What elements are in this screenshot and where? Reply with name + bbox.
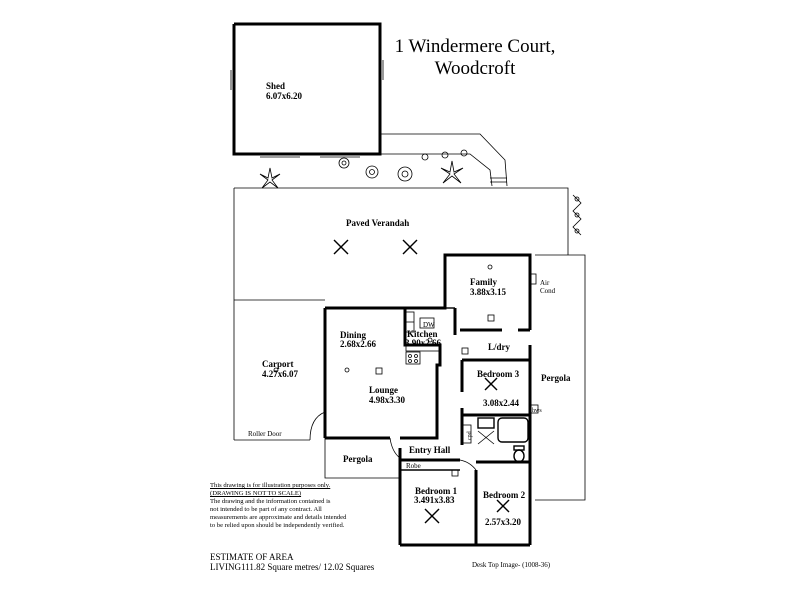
paved-verandah-label: Paved Verandah <box>346 218 409 228</box>
carport-size: 4.27x6.07 <box>262 369 299 379</box>
disclaimer: This drawing is for illustration purpose… <box>210 482 460 530</box>
air-cond-label-1: Air <box>540 279 550 287</box>
plant-icon <box>365 165 379 179</box>
garden-plants <box>259 149 582 236</box>
house-walls <box>323 253 532 547</box>
dining-label: Dining <box>340 330 367 340</box>
plant-icon <box>397 166 413 182</box>
plant-icon <box>460 149 468 157</box>
dishwasher-label: DW <box>423 321 435 329</box>
ceiling-fan-icon <box>424 508 440 524</box>
area-estimate: ESTIMATE OF AREA LIVING111.82 Square met… <box>210 552 374 572</box>
estimate-heading: ESTIMATE OF AREA <box>210 552 294 562</box>
cupboard-label: cpd <box>467 431 473 440</box>
address-line-2: Woodcroft <box>434 58 516 79</box>
pergola-left-label: Pergola <box>343 454 373 464</box>
entry-hall-label: Entry Hall <box>409 445 451 455</box>
shed-label: Shed <box>266 81 285 91</box>
smoke-detector-icon <box>451 469 459 477</box>
bedroom1-label: Bedroom 1 <box>415 486 458 496</box>
bedroom3-label: Bedroom 3 <box>477 369 520 379</box>
ceiling-fan-icon <box>496 499 510 513</box>
bedroom2-size: 2.57x3.20 <box>485 517 522 527</box>
plant-icon <box>441 151 449 159</box>
laundry-label: L/dry <box>488 342 511 352</box>
smoke-detector-icon <box>375 367 383 375</box>
roller-door-label: Roller Door <box>248 430 282 438</box>
hot-water-icon <box>529 404 539 414</box>
kitchen-size: 3.90x2.66 <box>405 338 442 348</box>
smoke-detector-icon <box>487 314 495 322</box>
family-label: Family <box>470 277 497 287</box>
dining-size: 2.68x2.66 <box>340 339 377 349</box>
disclaimer-line-1: This drawing is for illustration purpose… <box>210 482 331 489</box>
kitchen-fittings <box>405 311 441 365</box>
disclaimer-line-6: to be relied upon should be independentl… <box>210 522 345 529</box>
air-cond-label-2: Cond <box>540 287 556 295</box>
shed <box>230 22 384 158</box>
fixtures <box>344 264 539 477</box>
carport-label: Carport <box>262 359 294 369</box>
pergola-right-label: Pergola <box>541 373 571 383</box>
smoke-detector-icon <box>461 347 469 355</box>
hws-label: hws <box>532 408 542 414</box>
estimate-living: LIVING111.82 Square metres/ 12.02 Square… <box>210 562 375 572</box>
address-line-1: 1 Windermere Court, <box>394 36 556 57</box>
plant-icon <box>572 194 582 236</box>
plant-icon <box>421 153 429 161</box>
paved-verandah <box>233 187 569 440</box>
lounge-label: Lounge <box>369 385 398 395</box>
plant-icon <box>440 160 464 184</box>
ceiling-fan-icon <box>484 377 498 391</box>
plant-icon <box>259 167 281 189</box>
robe-label: Robe <box>406 462 421 470</box>
disclaimer-line-4: not intended to be part of any contract.… <box>210 506 322 513</box>
family-size: 3.88x3.15 <box>470 287 507 297</box>
address-title: 1 Windermere Court, Woodcroft <box>380 36 570 80</box>
bedroom3-size: 3.08x2.44 <box>483 398 520 408</box>
disclaimer-line-2: (DRAWING IS NOT TO SCALE) <box>210 490 302 497</box>
lounge-size: 4.98x3.30 <box>369 395 406 405</box>
pergola-right <box>535 254 586 501</box>
kitchen-label: Kitchen <box>407 329 438 339</box>
bedroom1-size: 3.491x3.83 <box>414 495 455 505</box>
disclaimer-line-5: measurements are approximate and details… <box>210 514 347 521</box>
cupboard-icon <box>462 424 472 444</box>
air-conditioner-icon <box>529 273 537 285</box>
pergola-left <box>324 438 400 479</box>
desktop-image-ref: Desk Top Image- (1008-36) <box>472 561 551 569</box>
plant-icon <box>338 157 350 169</box>
disclaimer-line-3: The drawing and the information containe… <box>210 498 331 505</box>
bedroom2-label: Bedroom 2 <box>483 490 526 500</box>
ceiling-fan-icon <box>333 239 349 255</box>
shed-size: 6.07x6.20 <box>266 91 303 101</box>
ceiling-fan-icon <box>402 239 418 255</box>
carport <box>234 367 326 441</box>
